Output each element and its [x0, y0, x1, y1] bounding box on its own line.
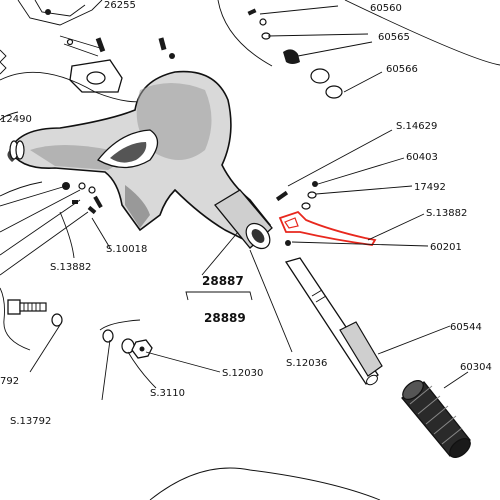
group-boundary-lower-left — [0, 287, 31, 351]
label-s13792: S.13792 — [10, 416, 51, 427]
left-spring — [0, 49, 7, 75]
washer-nut-group — [102, 329, 153, 359]
screw-top-center — [95, 37, 106, 53]
throttle-tube — [284, 257, 383, 386]
upper-right-parts — [247, 8, 343, 99]
bolt-lower-left — [7, 299, 47, 315]
lever-small-parts — [275, 181, 318, 246]
label-26255: 26255 — [104, 0, 136, 11]
lever-pivot-highlight — [284, 217, 299, 229]
label-17492: 17492 — [414, 182, 446, 193]
label-s10018: S.10018 — [106, 244, 147, 255]
label-12490: 12490 — [0, 114, 32, 125]
leader-lines — [0, 5, 469, 401]
label-792: 792 — [0, 376, 19, 387]
label-60566: 60566 — [386, 64, 418, 75]
label-60544: 60544 — [450, 322, 482, 333]
label-s13882-left: S.13882 — [50, 262, 91, 273]
group-boundary-top — [217, 0, 273, 67]
label-s13882-right: S.13882 — [426, 208, 467, 219]
left-screws-group — [62, 182, 103, 215]
plate-part — [69, 59, 123, 93]
group-boundary-bottom — [149, 467, 381, 500]
handlebar-housing — [7, 70, 273, 250]
left-leader-lines — [0, 181, 89, 276]
screw-top-mid — [158, 37, 175, 59]
label-s3110: S.3110 — [150, 388, 185, 399]
label-60201: 60201 — [430, 242, 462, 253]
washer-lower-left — [51, 313, 63, 327]
bracket-lower-center — [99, 319, 141, 331]
handle-grip — [401, 380, 471, 458]
label-60560: 60560 — [370, 3, 402, 14]
group-boundary-right — [344, 0, 500, 66]
brake-lever-highlighted — [278, 210, 377, 246]
label-60403: 60403 — [406, 152, 438, 163]
label-28889: 28889 — [204, 311, 246, 325]
label-60565: 60565 — [378, 32, 410, 43]
label-28887: 28887 — [202, 274, 244, 288]
label-s14629: S.14629 — [396, 121, 437, 132]
label-s12030: S.12030 — [222, 368, 263, 379]
left-coil — [9, 140, 25, 160]
upper-left-bracket — [17, 0, 103, 57]
part-labels: 26255 12490 60560 60565 60566 S.14629 60… — [0, 0, 492, 427]
label-s12036: S.12036 — [286, 358, 327, 369]
label-60304: 60304 — [460, 362, 492, 373]
